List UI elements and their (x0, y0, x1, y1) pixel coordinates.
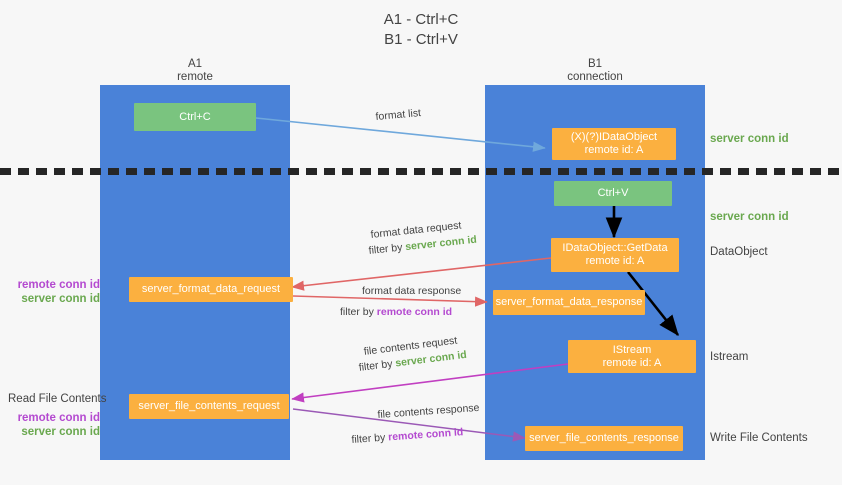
title-line-1: A1 - Ctrl+C (383, 11, 459, 28)
node-ctrl-v-line1: Ctrl+V (597, 187, 629, 199)
node-ctrl-v[interactable]: Ctrl+V (554, 181, 672, 206)
node-server-file-contents-request[interactable]: server_file_contents_request (129, 394, 289, 419)
node-istream[interactable]: IStream remote id: A (568, 340, 696, 373)
left-label-conn-pair-1: remote conn id server conn id (10, 278, 100, 306)
left-label-server-conn-id-1: server conn id (21, 293, 100, 305)
fmt-resp-filter-key: remote conn id (376, 306, 453, 318)
node-server-format-data-response[interactable]: server_format_data_response (493, 290, 645, 315)
node-idataobject-line1: (X)(?)IDataObject (570, 131, 658, 143)
node-ctrl-c-line1: Ctrl+C (179, 110, 211, 123)
node-server-format-data-request-label: server_format_data_request (141, 283, 281, 295)
file-resp-filter-prefix: filter by (351, 431, 389, 446)
right-label-dataobject: DataObject (710, 246, 768, 258)
arrow-format-list (255, 117, 546, 152)
node-server-format-data-request[interactable]: server_format_data_request (129, 277, 293, 302)
arrow-file-contents-response (292, 408, 526, 442)
fmt-resp-filter-prefix: filter by (340, 306, 377, 318)
left-label-remote-conn-id-2: remote conn id (17, 412, 100, 424)
lane-a1-sub: remote (177, 71, 213, 83)
node-idataobject[interactable]: (X)(?)IDataObject remote id: A (552, 128, 676, 160)
node-ctrl-c[interactable]: Ctrl+C (134, 103, 256, 131)
arrow-format-data-response (292, 295, 488, 307)
fmt-req-filter-prefix: filter by (368, 241, 406, 257)
node-idataobject-getdata[interactable]: IDataObject::GetData remote id: A (551, 238, 679, 272)
left-label-conn-pair-2: remote conn id server conn id (10, 411, 100, 439)
edge-label-format-data-response-line1: format data response (362, 285, 462, 297)
node-istream-line2: remote id: A (602, 356, 662, 369)
right-label-write-file-contents: Write File Contents (710, 432, 808, 444)
right-label-server-conn-id-top: server conn id (710, 133, 789, 145)
node-server-format-data-response-label: server_format_data_response (495, 296, 643, 308)
right-label-server-conn-id-mid: server conn id (710, 211, 789, 223)
node-getdata-line2: remote id: A (585, 255, 645, 267)
node-idataobject-line2: remote id: A (584, 144, 644, 156)
title-line-2: B1 - Ctrl+V (384, 31, 458, 48)
phase-divider (0, 168, 842, 175)
edge-label-format-data-response-line2: filter by remote conn id (340, 305, 452, 319)
node-istream-line1: IStream (612, 343, 652, 356)
right-label-istream: Istream (710, 351, 749, 363)
arrow-getdata-to-istream (626, 271, 680, 337)
arrow-file-contents-request (291, 363, 569, 403)
left-label-read-file-contents: Read File Contents (8, 393, 107, 405)
left-label-server-conn-id-2: server conn id (21, 426, 100, 438)
arrow-format-data-request (291, 257, 552, 291)
lane-b1-sub: connection (567, 71, 623, 83)
node-server-file-contents-request-label: server_file_contents_request (138, 400, 280, 412)
lane-b1-name: B1 (587, 58, 603, 70)
lane-a1-name: A1 (187, 58, 203, 70)
lane-header-a1: A1 remote (100, 58, 290, 84)
node-server-file-contents-response-label: server_file_contents_response (529, 432, 679, 444)
diagram-title: A1 - Ctrl+C B1 - Ctrl+V (0, 10, 842, 50)
node-getdata-line1: IDataObject::GetData (562, 242, 668, 254)
left-label-remote-conn-id-1: remote conn id (17, 279, 100, 291)
node-server-file-contents-response[interactable]: server_file_contents_response (525, 426, 683, 451)
lane-header-b1: B1 connection (485, 58, 705, 84)
